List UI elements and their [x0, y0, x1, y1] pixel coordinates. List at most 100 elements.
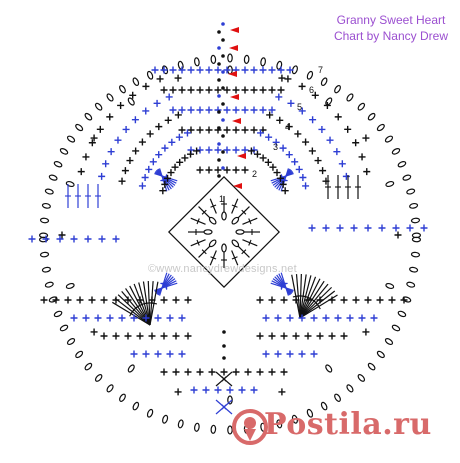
chain-stitch — [346, 384, 354, 393]
single-crochet-stitch — [302, 182, 309, 189]
chain-stitch — [66, 283, 75, 290]
single-crochet-stitch — [407, 225, 414, 232]
single-crochet-stitch — [335, 113, 342, 120]
chain-stitch — [402, 174, 411, 181]
single-crochet-stitch — [83, 315, 90, 322]
single-crochet-stitch — [362, 328, 369, 335]
single-crochet-stitch — [191, 387, 198, 394]
chain-stitch — [54, 310, 63, 317]
single-crochet-stitch — [206, 147, 213, 154]
single-crochet-stitch — [251, 107, 258, 114]
slip-stitch — [217, 158, 221, 162]
single-crochet-stitch — [197, 127, 204, 134]
round-start-marker — [233, 183, 242, 189]
single-crochet-stitch — [269, 164, 276, 171]
chain-stitch — [94, 102, 103, 111]
chain-stitch — [222, 212, 226, 220]
single-crochet-stitch — [107, 315, 114, 322]
chain-stitch — [384, 337, 393, 345]
round-number: 6 — [309, 85, 314, 95]
single-crochet-stitch — [317, 333, 324, 340]
slip-stitch — [222, 330, 226, 334]
single-crochet-stitch — [99, 236, 106, 243]
single-crochet-stitch — [389, 297, 396, 304]
single-crochet-stitch — [113, 333, 120, 340]
single-crochet-stitch — [119, 315, 126, 322]
slip-stitch — [221, 150, 225, 154]
single-crochet-stitch — [260, 154, 267, 161]
single-crochet-stitch — [89, 297, 96, 304]
single-crochet-stitch — [269, 297, 276, 304]
single-crochet-stitch — [168, 139, 175, 146]
chain-stitch — [45, 281, 54, 287]
chain-stitch — [411, 252, 419, 257]
chain-stitch — [204, 230, 212, 234]
single-crochet-stitch — [167, 351, 174, 358]
chain-stitch — [357, 102, 366, 111]
single-crochet-stitch — [323, 225, 330, 232]
single-crochet-stitch — [296, 166, 303, 173]
single-crochet-stitch — [379, 225, 386, 232]
chain-stitch — [40, 218, 48, 223]
round-number: 5 — [297, 102, 302, 112]
single-crochet-stitch — [170, 87, 177, 94]
single-crochet-stitch — [294, 130, 301, 137]
single-crochet-stitch — [339, 160, 346, 167]
single-crochet-stitch — [280, 145, 287, 152]
slip-stitch — [217, 94, 221, 98]
chain-stitch — [59, 324, 68, 332]
single-crochet-stitch — [122, 167, 129, 174]
round-start-marker — [232, 118, 241, 124]
single-crochet-stitch — [251, 127, 258, 134]
single-crochet-stitch — [224, 107, 231, 114]
single-crochet-stitch — [154, 100, 161, 107]
single-crochet-stitch — [161, 333, 168, 340]
single-crochet-stitch — [206, 127, 213, 134]
single-crochet-stitch — [287, 315, 294, 322]
chain-stitch — [385, 283, 394, 290]
single-crochet-stitch — [215, 147, 222, 154]
slip-stitch — [217, 46, 221, 50]
chain-stitch — [236, 230, 244, 234]
slip-stitch — [221, 166, 225, 170]
single-crochet-stitch — [343, 173, 350, 180]
single-crochet-stitch — [155, 351, 162, 358]
chain-stitch — [384, 135, 393, 143]
single-crochet-stitch — [299, 174, 306, 181]
chain-stitch — [228, 54, 232, 62]
single-crochet-stitch — [29, 236, 36, 243]
single-crochet-stitch — [335, 315, 342, 322]
single-crochet-stitch — [41, 297, 48, 304]
single-crochet-stitch — [166, 93, 173, 100]
single-crochet-stitch — [147, 130, 154, 137]
single-crochet-stitch — [175, 75, 182, 82]
single-crochet-stitch — [215, 87, 222, 94]
single-crochet-stitch — [269, 87, 276, 94]
single-crochet-stitch — [187, 151, 194, 158]
chain-stitch — [127, 364, 135, 373]
single-crochet-stitch — [117, 102, 124, 109]
single-crochet-stitch — [173, 297, 180, 304]
postila-stamp: Postila.ru — [230, 404, 452, 450]
single-crochet-stitch — [206, 87, 213, 94]
single-crochet-stitch — [233, 369, 240, 376]
single-crochet-stitch — [275, 93, 282, 100]
single-crochet-stitch — [165, 117, 172, 124]
single-crochet-stitch — [179, 315, 186, 322]
single-crochet-stitch — [181, 154, 188, 161]
single-crochet-stitch — [257, 369, 264, 376]
single-crochet-stitch — [126, 157, 133, 164]
single-crochet-stitch — [101, 297, 108, 304]
single-crochet-stitch — [319, 167, 326, 174]
single-crochet-stitch — [167, 315, 174, 322]
chain-stitch — [54, 161, 63, 168]
single-crochet-stitch — [142, 83, 149, 90]
single-crochet-stitch — [106, 113, 113, 120]
chain-stitch — [367, 112, 376, 121]
chain-stitch — [376, 123, 385, 131]
single-crochet-stitch — [155, 315, 162, 322]
chain-stitch — [59, 147, 68, 155]
single-crochet-stitch — [82, 153, 89, 160]
single-crochet-stitch — [318, 126, 325, 133]
